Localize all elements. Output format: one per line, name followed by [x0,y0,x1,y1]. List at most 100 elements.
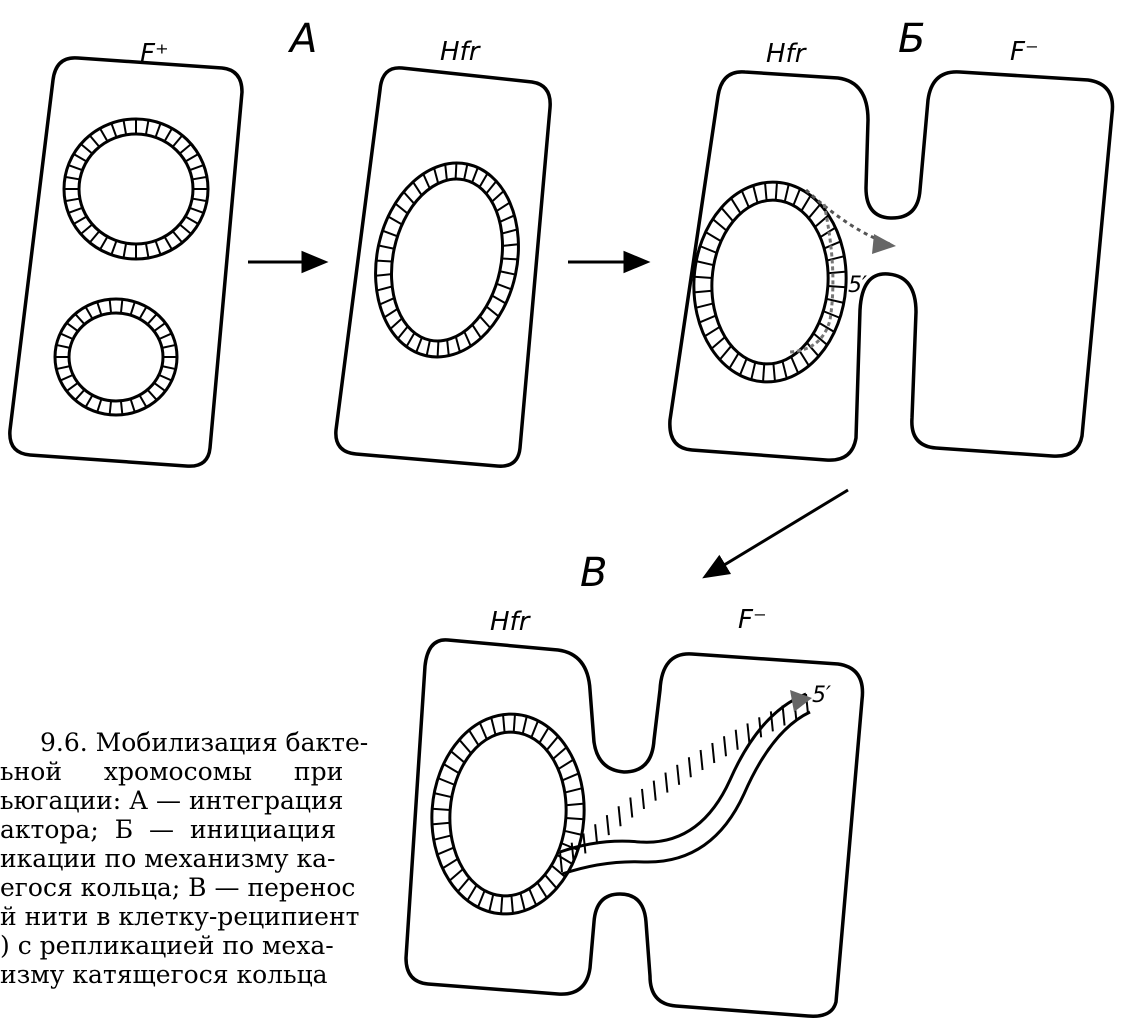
dna-rung [444,340,452,356]
dna-rung [416,337,422,353]
dna-rung [783,706,785,726]
dna-rung [192,177,207,180]
dna-rung [123,243,126,258]
strand-tip-c [790,690,812,712]
caption-line: ьюгации: А — интеграция [0,786,410,815]
dna-rung [81,224,92,234]
dna-rung [502,256,518,262]
dna-rung [642,789,644,809]
transferred-strand-c-outer [560,694,806,852]
dna-rung [65,199,80,202]
dna-rung [501,896,502,914]
dna-rung [390,316,402,331]
dna-rung [376,271,392,279]
dna-rung [154,323,165,331]
dna-rung [701,750,703,770]
dna-inner-strand [79,134,193,244]
dna-rung [86,395,93,407]
dna-rung [502,715,506,733]
dna-inner-strand [377,169,517,352]
dna-rung [67,383,78,391]
dna-rung [502,226,517,236]
dna-rung [60,375,73,381]
five-prime-label-b: 5′ [848,273,867,298]
dna-rung [560,852,562,872]
dna-rung [696,302,713,309]
dna-rung [190,165,204,170]
dna-rung [565,787,582,794]
dna-rung [65,177,80,180]
dna-rung [700,246,717,253]
dna-rung [752,185,759,202]
dna-rung [724,736,726,756]
dna-rung [140,307,147,319]
dna-rung [110,401,111,415]
dna-rung [377,283,392,293]
dna-rung [736,730,738,750]
chromosome-ring-hfr-b [687,177,853,387]
dna-rung [147,390,156,400]
dna-rung [75,390,84,400]
dna-rung [747,723,749,743]
dna-rung [97,399,101,412]
dna-rung [809,204,821,219]
label-f-minus-c: F⁻ [738,605,767,635]
dna-rung [406,332,414,348]
dna-rung [781,361,788,378]
dna-rung [162,366,176,369]
dna-rung [551,865,566,877]
caption-line: ьной хромосомы при [0,757,410,786]
dna-rung [438,778,455,785]
dna-rung [496,284,512,290]
dna-rung [729,352,738,369]
dna-rung [544,875,558,889]
dna-rung [519,893,526,910]
dna-rung [146,243,149,258]
dna-rung [131,399,135,412]
dna-rung [583,833,585,853]
dna-rung [458,877,470,892]
chromosome-ring-f-plus [64,119,208,259]
dna-rung [147,314,156,324]
dna-rung [510,895,514,913]
panel-label-c: В [580,550,607,596]
dna-rung [56,366,70,369]
dna-rung [492,189,504,204]
five-prime-label-c: 5′ [812,683,831,708]
dna-rung [478,890,485,907]
panel-label-b: Б [898,16,925,62]
dna-rung [449,868,463,882]
dna-rung [90,231,100,242]
dna-rung [763,364,764,382]
dna-rung [699,314,716,323]
dna-rung [793,188,800,205]
dna-rung [111,241,116,255]
dna-rung [154,383,165,391]
dna-rung [547,736,559,751]
dna-rung [665,773,667,793]
dna-outer-strand [64,119,208,259]
dna-rung [165,128,173,141]
dna-rung [730,198,742,213]
dna-rung [705,326,720,338]
dna-rung [523,716,527,734]
dna-rung [450,751,465,763]
dna-rung [100,237,108,250]
dna-rung [539,727,548,744]
label-f-minus-b: F⁻ [1010,37,1039,67]
dna-rung [828,286,846,287]
dna-rung [801,195,810,212]
dna-rung [558,759,573,771]
dna-rung [503,241,519,249]
dna-rung [741,191,750,208]
dna-rung [776,182,777,200]
dna-rung [97,302,101,315]
dna-rung [607,815,609,835]
dna-rung [155,123,160,137]
dna-rung [705,232,722,241]
dna-rung [751,362,755,380]
dna-rung [630,797,632,817]
dna-rung [712,219,727,231]
dna-rung [111,123,116,137]
dna-rung [458,740,472,754]
